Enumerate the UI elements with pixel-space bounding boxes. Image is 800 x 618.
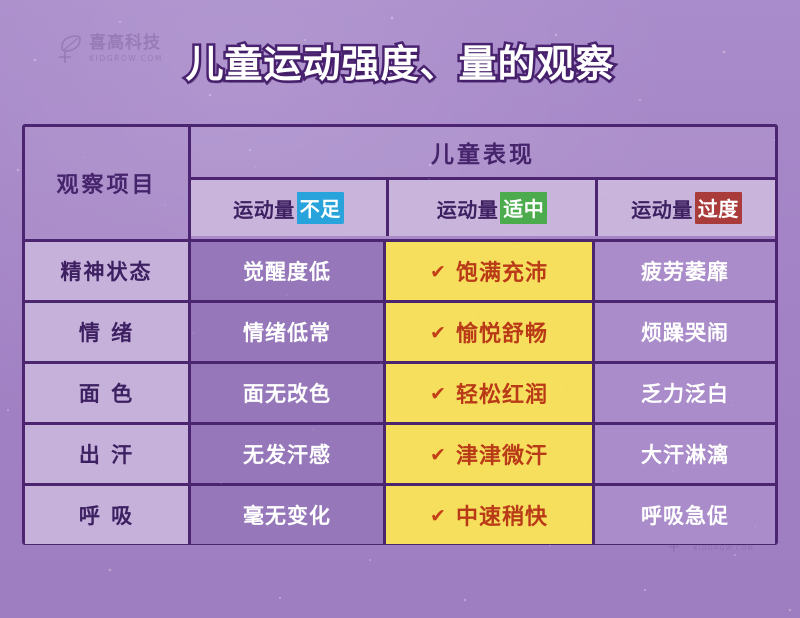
page-title: 儿童运动强度、量的观察: [183, 40, 616, 89]
cell-moderate-text: 愉悦舒畅: [455, 322, 548, 347]
header-col-moderate-prefix: 运动量: [436, 197, 499, 222]
check-icon: ✔: [430, 382, 447, 405]
header-performance-group: 儿童表现 运动量不足 运动量适中 运动量过度: [191, 127, 775, 239]
cell-moderate-text: 津津微汗: [455, 444, 548, 469]
header-col-moderate: 运动量适中: [386, 180, 595, 236]
cell-moderate: ✔ 中速稍快: [386, 486, 595, 544]
row-item-label: 情 绪: [25, 303, 191, 361]
row-item-label: 呼 吸: [25, 486, 191, 544]
check-icon: ✔: [430, 321, 447, 344]
check-icon: ✔: [430, 260, 447, 283]
header-subcolumns: 运动量不足 运动量适中 运动量过度: [191, 180, 775, 236]
header-col-excess-badge: 过度: [694, 192, 742, 224]
cell-moderate-text: 中速稍快: [455, 505, 548, 530]
header-col-moderate-badge: 适中: [500, 192, 548, 224]
cell-moderate: ✔ 愉悦舒畅: [386, 303, 595, 361]
cell-excess: 大汗淋漓: [595, 425, 775, 483]
cell-moderate-text: 轻松红润: [455, 383, 548, 408]
row-item-label: 精神状态: [25, 242, 191, 300]
cell-low: 毫无变化: [191, 486, 386, 544]
cell-moderate: ✔ 饱满充沛: [386, 242, 595, 300]
watermark-en-text: KIDGROW.COM: [693, 544, 755, 552]
cell-moderate-text: 饱满充沛: [455, 261, 548, 286]
cell-excess: 疲劳萎靡: [595, 242, 775, 300]
table-row: 面 色 面无改色 ✔ 轻松红润 乏力泛白: [25, 361, 775, 422]
check-icon: ✔: [430, 443, 447, 466]
header-col-excess-prefix: 运动量: [631, 197, 693, 222]
table-header: 观察项目 儿童表现 运动量不足 运动量适中 运动量过度: [25, 127, 775, 239]
cell-moderate: ✔ 津津微汗: [386, 425, 595, 483]
header-col-low-prefix: 运动量: [233, 197, 295, 222]
cell-excess: 乏力泛白: [595, 364, 775, 422]
header-child-performance: 儿童表现: [191, 127, 775, 180]
header-observation-item: 观察项目: [25, 127, 191, 239]
cell-low: 觉醒度低: [191, 242, 386, 300]
table-row: 出 汗 无发汗感 ✔ 津津微汗 大汗淋漓: [25, 422, 775, 483]
header-col-low: 运动量不足: [191, 180, 386, 236]
row-item-label: 出 汗: [25, 425, 191, 483]
cell-low: 情绪低常: [191, 303, 386, 361]
cell-excess: 呼吸急促: [595, 486, 775, 544]
cell-low: 面无改色: [191, 364, 386, 422]
table-row: 呼 吸 毫无变化 ✔ 中速稍快 呼吸急促: [25, 483, 775, 544]
header-col-low-badge: 不足: [296, 192, 344, 224]
cell-low: 无发汗感: [191, 425, 386, 483]
row-item-label: 面 色: [25, 364, 191, 422]
check-icon: ✔: [430, 504, 447, 527]
header-col-excess: 运动量过度: [595, 180, 775, 236]
table-row: 情 绪 情绪低常 ✔ 愉悦舒畅 烦躁哭闹: [25, 300, 775, 361]
cell-excess: 烦躁哭闹: [595, 303, 775, 361]
table-row: 精神状态 觉醒度低 ✔ 饱满充沛 疲劳萎靡: [25, 239, 775, 300]
cell-moderate: ✔ 轻松红润: [386, 364, 595, 422]
observation-table: 观察项目 儿童表现 运动量不足 运动量适中 运动量过度 精神状态: [22, 124, 778, 545]
